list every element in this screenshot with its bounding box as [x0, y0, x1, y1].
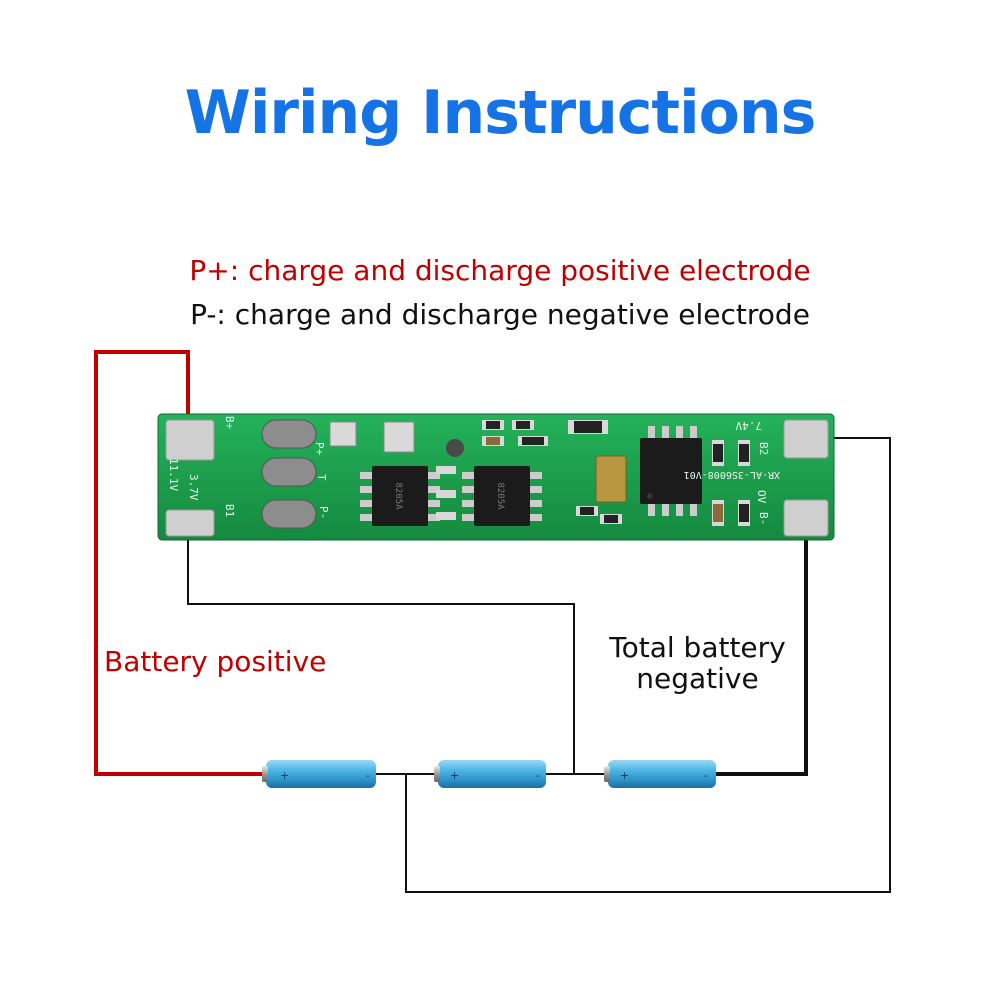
- battery-3-minus-symbol: -: [704, 769, 708, 782]
- pad-b1: [165, 509, 215, 537]
- page-title: Wiring Instructions: [184, 78, 817, 148]
- battery-1-minus-symbol: -: [366, 769, 370, 782]
- silk-model: XR-AL-3S6008-V01: [684, 469, 780, 480]
- legend-negative: P-: charge and discharge negative electr…: [190, 298, 810, 331]
- battery-cell-1: + -: [262, 760, 376, 788]
- silk-b1: B1: [223, 504, 236, 517]
- battery-2-minus-symbol: -: [536, 769, 540, 782]
- label-battery-positive: Battery positive: [104, 645, 327, 678]
- legend-positive: P+: charge and discharge positive electr…: [189, 254, 811, 287]
- mosfet-chip-2: 8205A: [462, 466, 542, 526]
- silk-t: T: [315, 474, 328, 481]
- pad-t: [261, 457, 317, 487]
- label-total-battery-negative: Total battery negative: [609, 631, 786, 695]
- protection-board: 8205A 8205A: [157, 413, 835, 541]
- silk-p-minus: P-: [317, 506, 330, 519]
- silk-b2: B2: [757, 442, 770, 455]
- battery-3-plus-symbol: +: [620, 769, 629, 782]
- chip-mark-2: 8205A: [495, 482, 505, 510]
- wire-total-negative: [712, 530, 808, 776]
- silk-voltage-7v4: 7.4V: [735, 419, 762, 432]
- wire-battery-positive: [94, 350, 270, 776]
- battery-cell-3: + -: [604, 760, 716, 788]
- silk-p-plus: P+: [313, 442, 326, 456]
- mosfet-chip-1: 8205A: [360, 466, 440, 526]
- battery-2-plus-symbol: +: [450, 769, 459, 782]
- pad-b-plus: [165, 419, 215, 461]
- pad-b-minus: [783, 499, 829, 537]
- silk-voltage-11v: 11.1V: [167, 458, 180, 491]
- silk-voltage-3v7: 3.7V: [187, 474, 200, 501]
- pad-b2: [783, 419, 829, 459]
- battery-1-plus-symbol: +: [280, 769, 289, 782]
- wire-b1: [187, 520, 575, 774]
- wire-b2: [405, 437, 891, 893]
- protection-ic: [640, 426, 702, 516]
- silk-b-minus: B-: [757, 512, 770, 525]
- pad-p-plus: [261, 419, 317, 449]
- pad-p-minus: [261, 499, 317, 529]
- silk-ov: OV: [755, 490, 768, 504]
- silk-b-plus: B+: [223, 416, 236, 430]
- battery-cell-2: + -: [434, 760, 546, 788]
- chip-mark-1: 8205A: [393, 482, 403, 510]
